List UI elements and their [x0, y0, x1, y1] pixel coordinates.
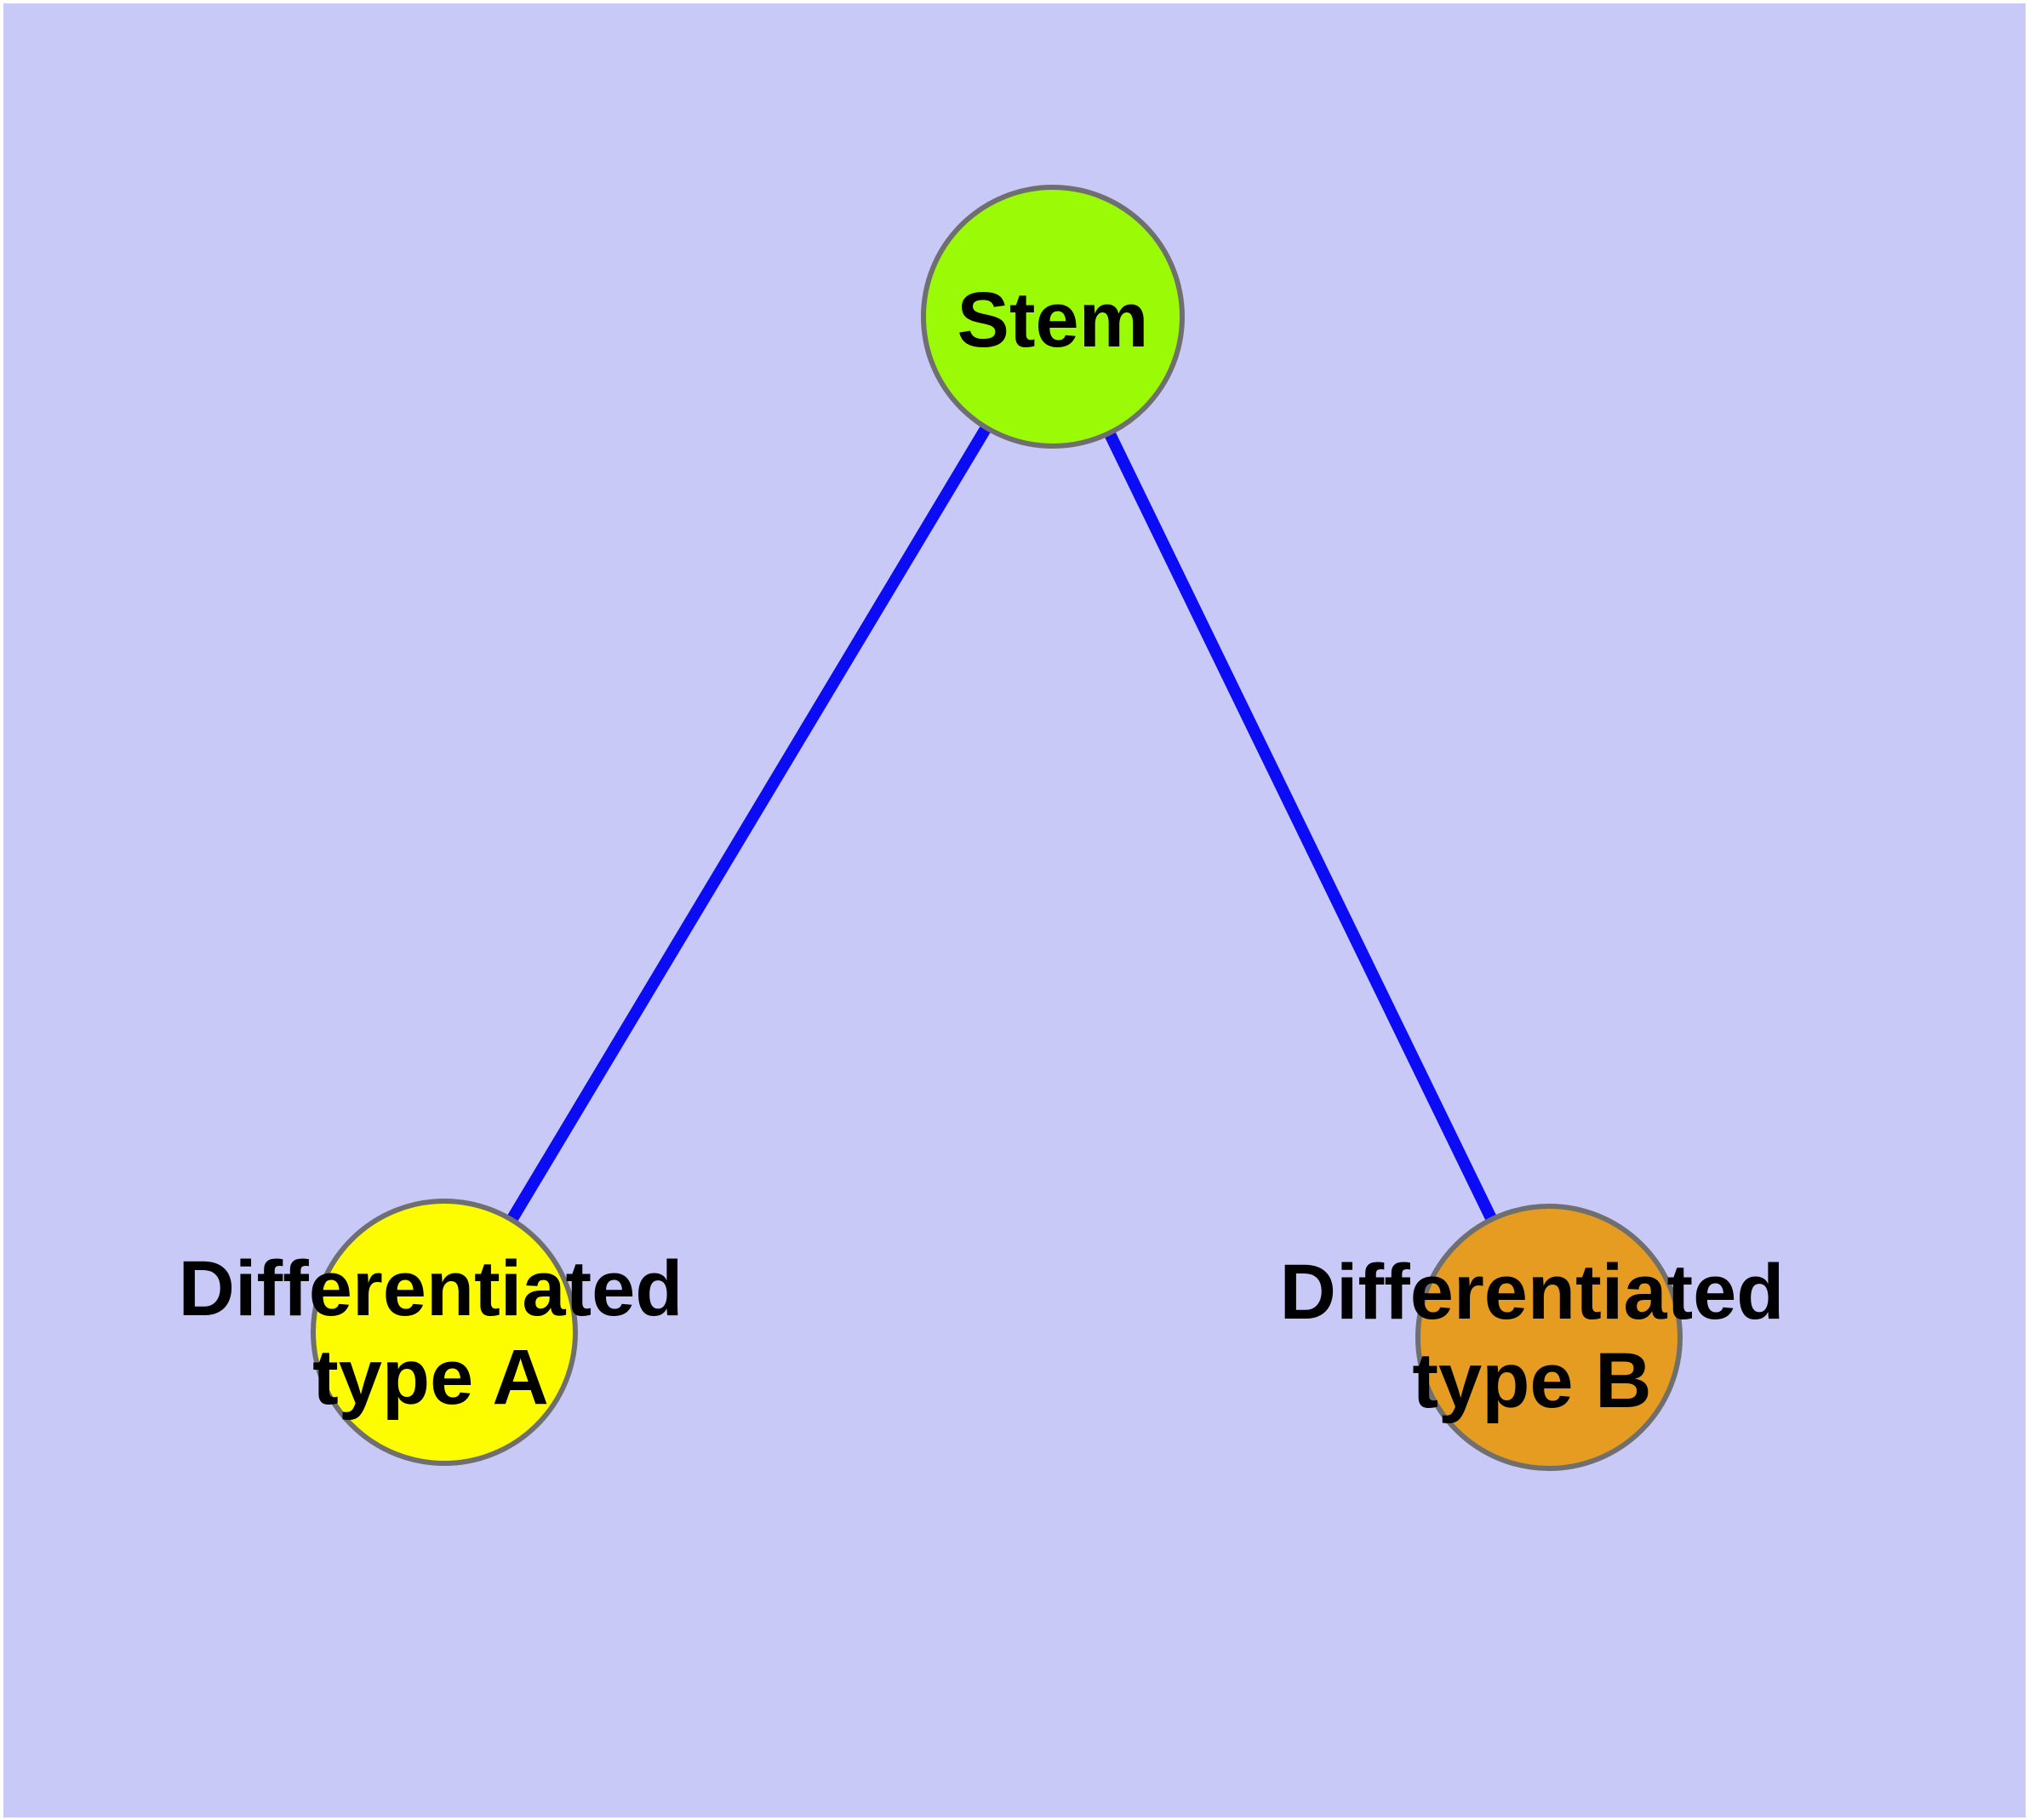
edge-stem-to-type-a [438, 313, 1059, 1336]
node-stem [921, 185, 1185, 449]
node-differentiated-type-a [311, 1199, 578, 1466]
node-stem-label: Stem [957, 277, 1149, 363]
node-differentiated-type-b-label: Differentiated type B [1279, 1249, 1785, 1424]
edge-stem-to-type-b [1047, 313, 1555, 1341]
node-differentiated-type-a-label: Differentiated type A [178, 1245, 683, 1421]
node-differentiated-type-b [1415, 1204, 1683, 1471]
